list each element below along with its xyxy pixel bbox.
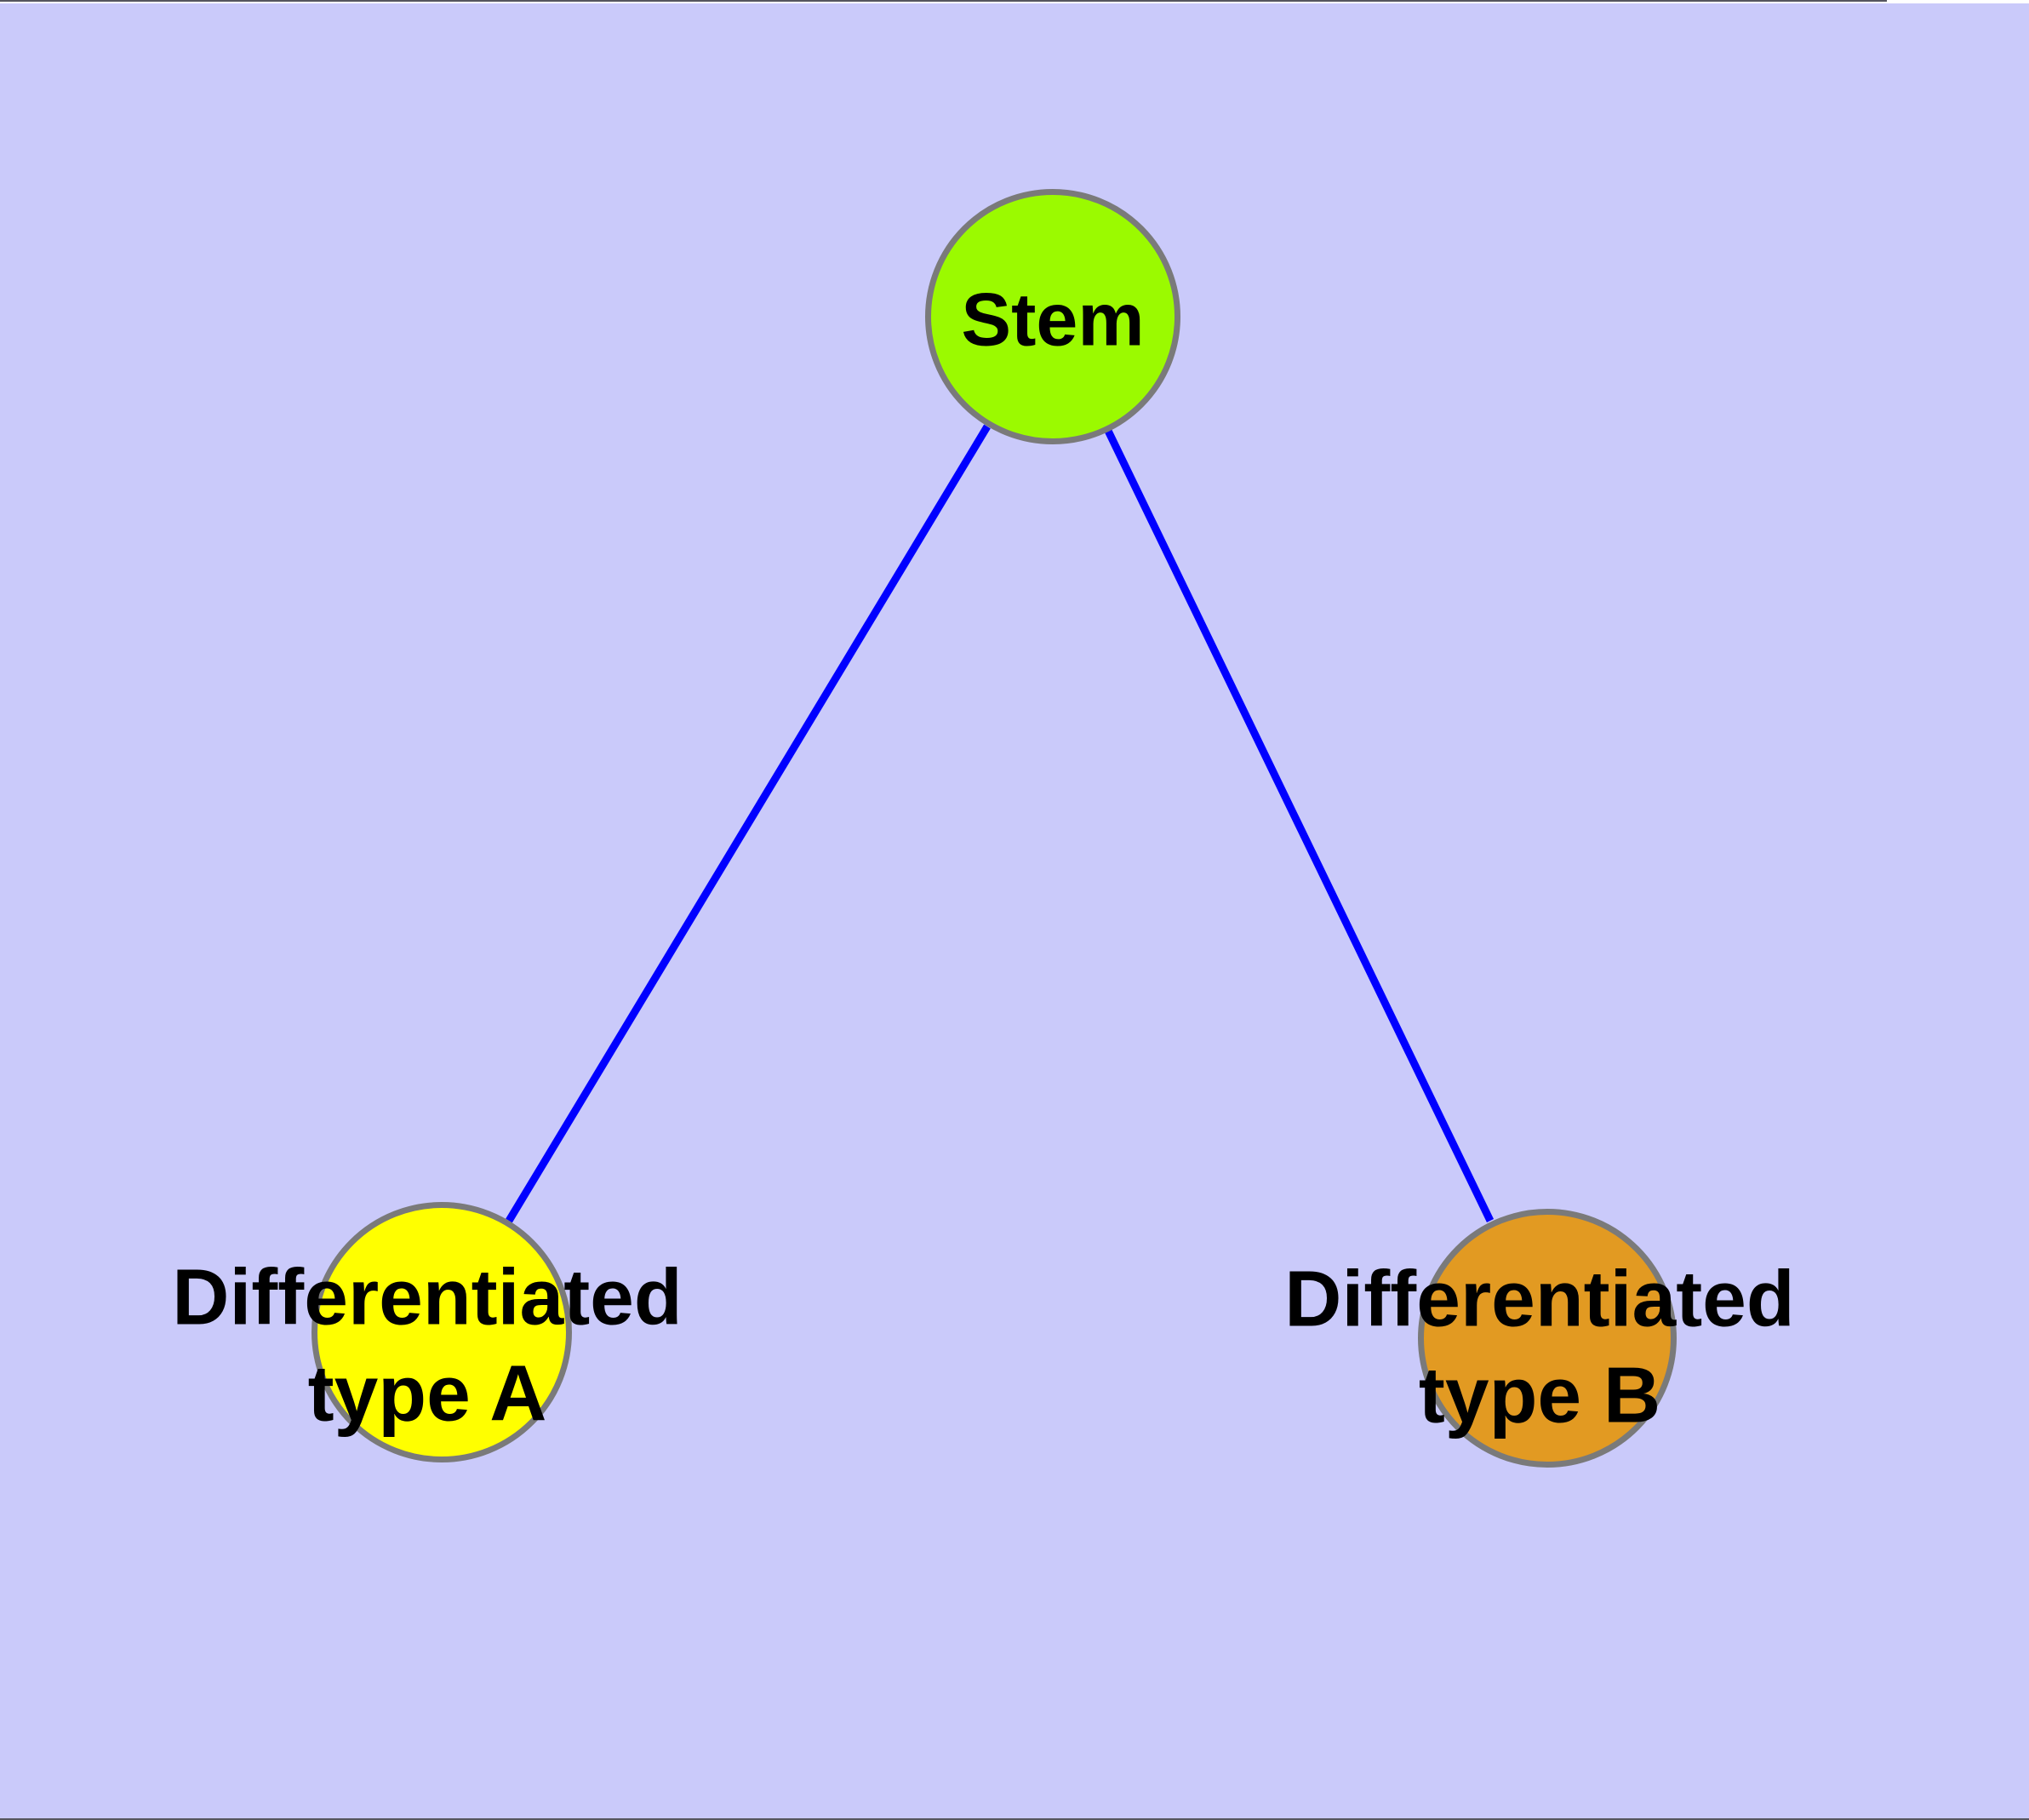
edge-stem-to-type-a: [506, 424, 991, 1223]
edge-stem-to-type-b: [1104, 429, 1495, 1222]
node-differentiated-type-a[interactable]: [311, 1202, 572, 1462]
window-top-edge: [0, 0, 2029, 3]
window-top-edge-line: [0, 0, 1888, 2]
node-stem[interactable]: [925, 189, 1180, 444]
window-bottom-edge: [0, 1818, 2029, 1820]
node-differentiated-type-b[interactable]: [1418, 1209, 1677, 1468]
